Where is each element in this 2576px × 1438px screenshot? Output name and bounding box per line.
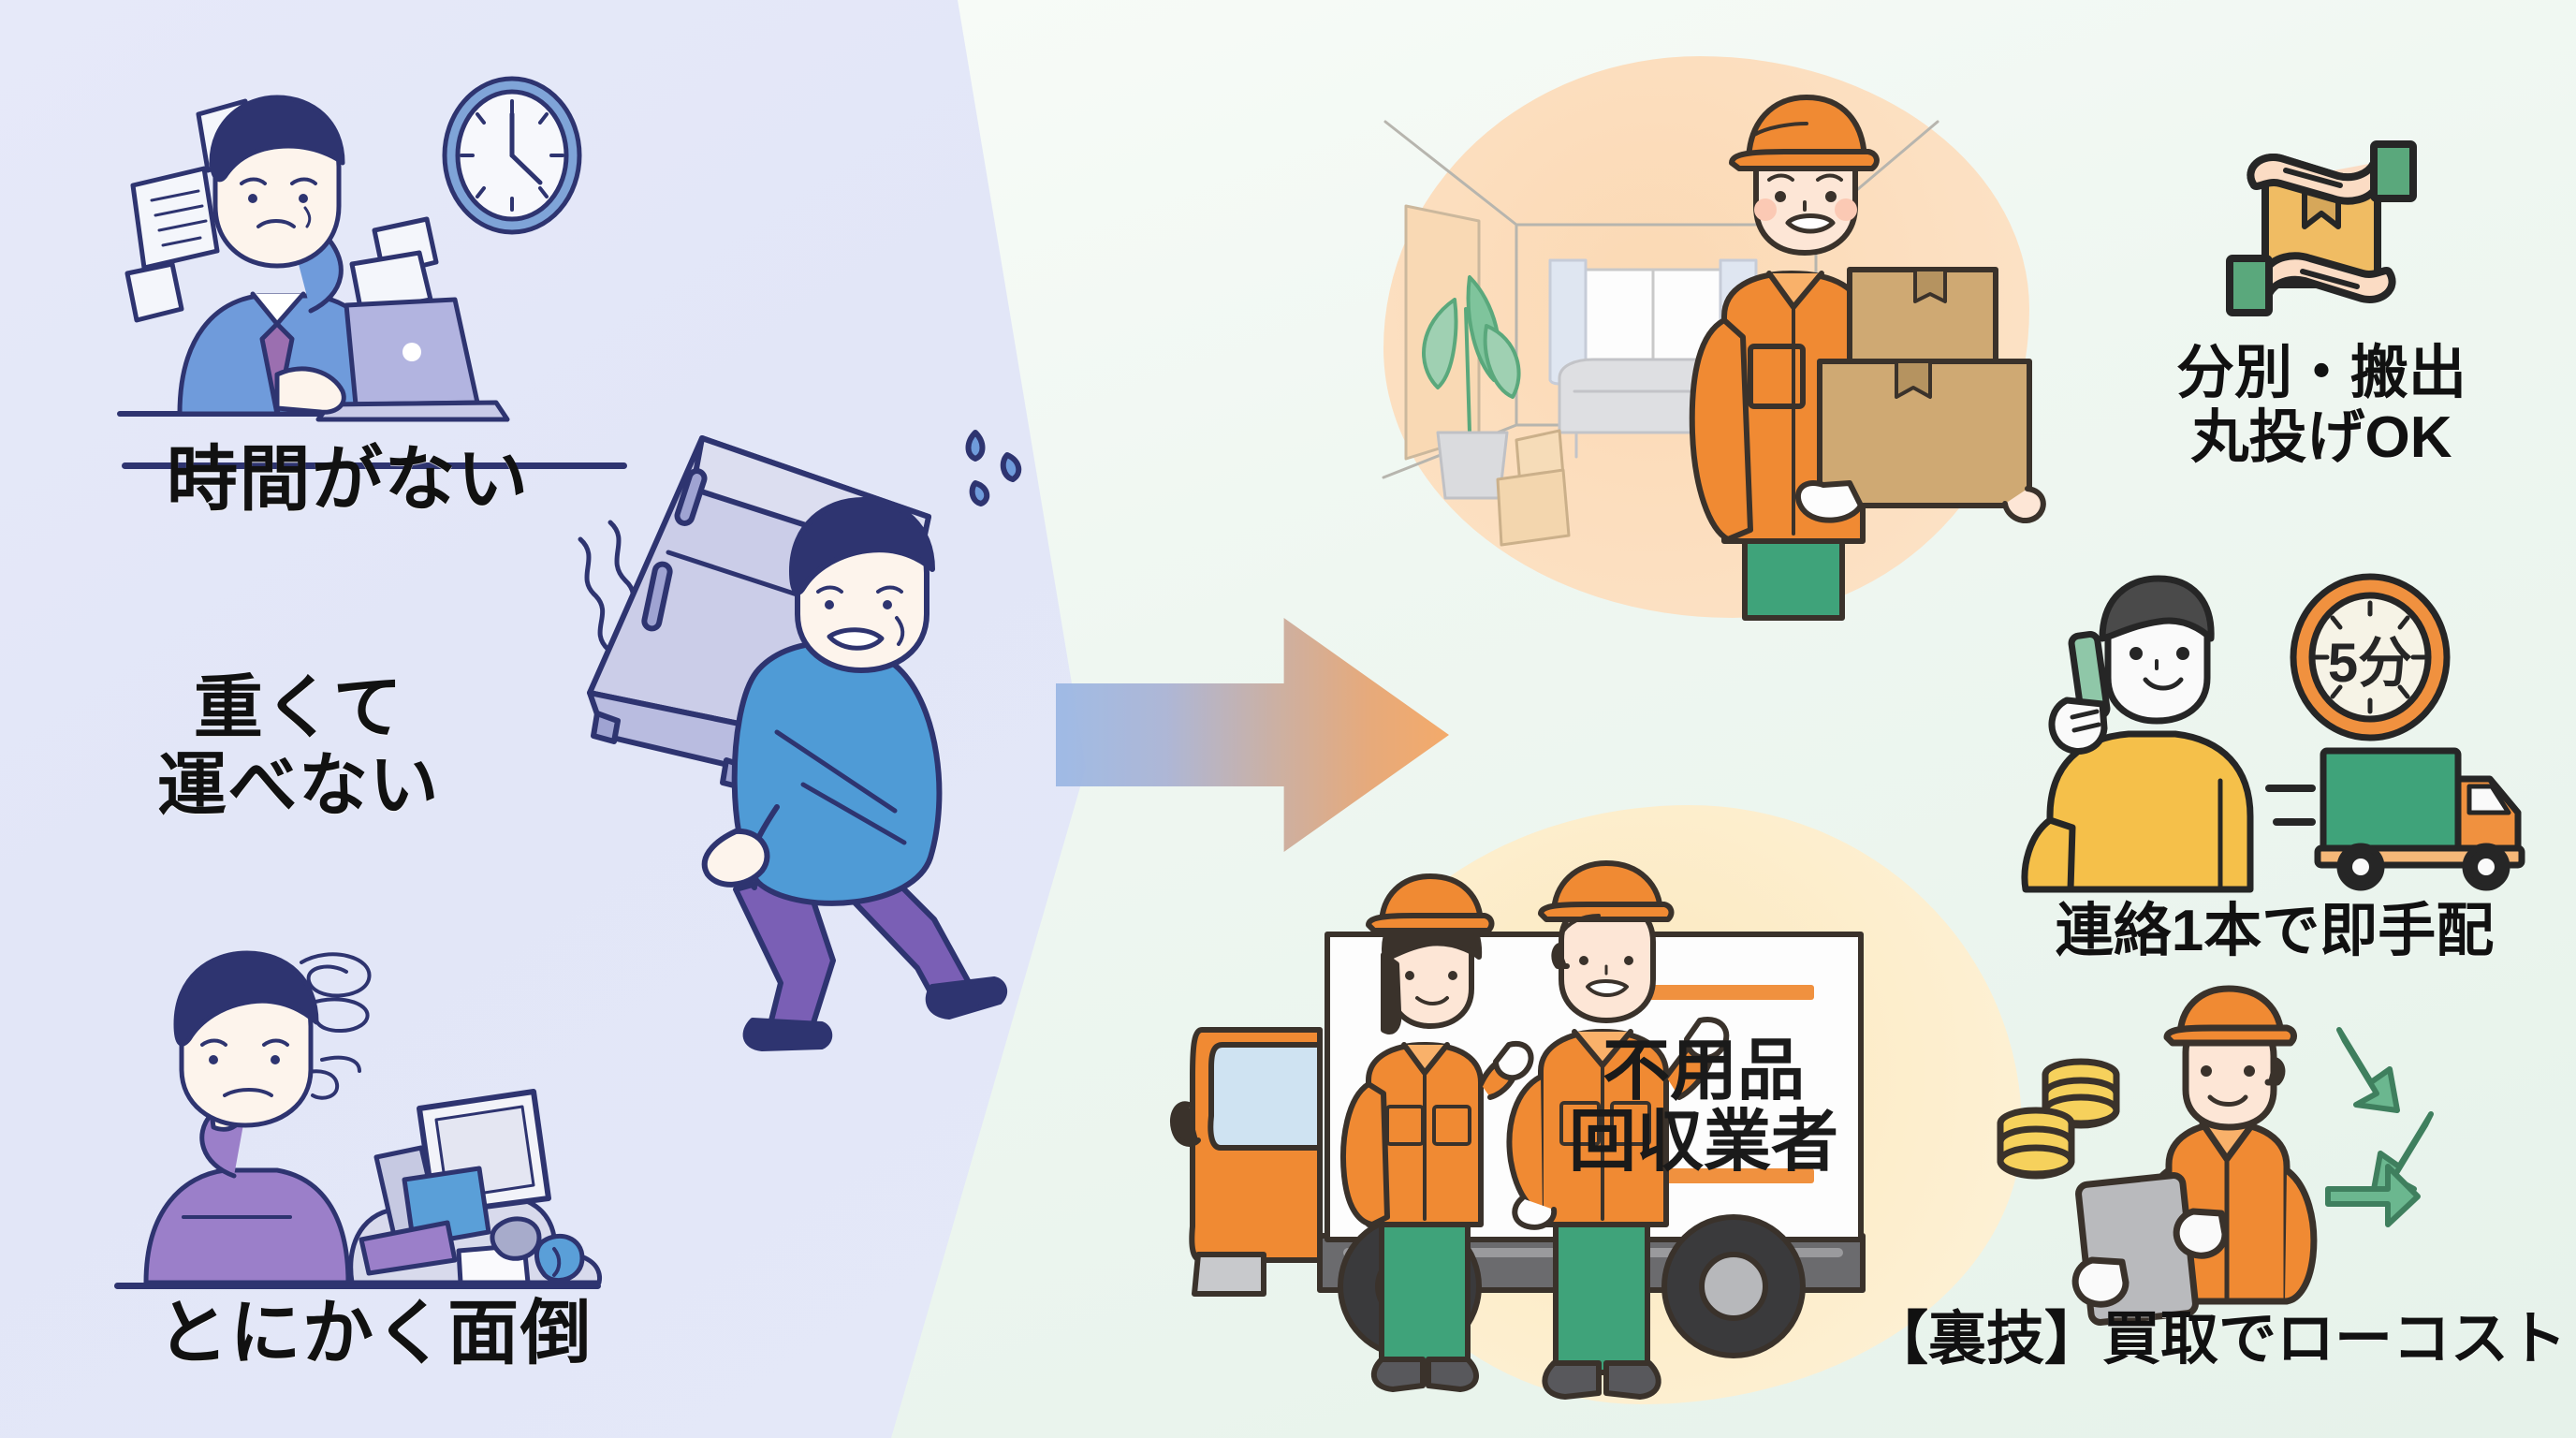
problem-label-no-time: 時間がない xyxy=(167,440,530,520)
hands-holding-box-icon xyxy=(2226,140,2417,316)
person-on-phone-with-clock-and-truck-icon: 5分 xyxy=(2021,573,2525,893)
desk-ground-line-1 xyxy=(122,462,627,469)
feature-sorting-and-hauling: 分別・搬出 丸投げOK xyxy=(2078,131,2565,471)
truck-sign-line1: 不用品 xyxy=(1603,1034,1805,1108)
staff-with-tablet-coins-and-recycle-icon xyxy=(1997,985,2434,1326)
feature-label-buyback-low-cost: 【裏技】買取でローコスト xyxy=(1869,1307,2567,1372)
problem-label-too-heavy: 重くて 運べない xyxy=(157,668,440,824)
feature-label-one-call-dispatch: 連絡1本で即手配 xyxy=(2055,899,2495,963)
truck-sign-line2: 回収業者 xyxy=(1569,1105,1838,1180)
stressed-office-worker-illustration xyxy=(117,76,582,422)
problem-label-troublesome: とにかく面倒 xyxy=(157,1294,593,1373)
desk-ground-line-2 xyxy=(114,1283,601,1289)
man-carrying-refrigerator-illustration xyxy=(578,430,1022,1051)
feature-label-sorting-and-hauling: 分別・搬出 丸投げOK xyxy=(2175,341,2466,471)
feature-one-call-dispatch: 5分 連絡1本で即手配 xyxy=(1975,573,2574,963)
delivery-staff-in-living-room-illustration xyxy=(1382,95,2046,621)
clock-minutes-label: 5分 xyxy=(2328,633,2412,694)
collection-truck-illustration: 不用品 回収業者 xyxy=(1170,860,1866,1400)
tired-person-with-junk-pile-illustration xyxy=(143,950,603,1285)
transition-arrow xyxy=(1056,618,1449,852)
feature-buyback-low-cost: 【裏技】買取でローコスト xyxy=(1863,985,2574,1372)
